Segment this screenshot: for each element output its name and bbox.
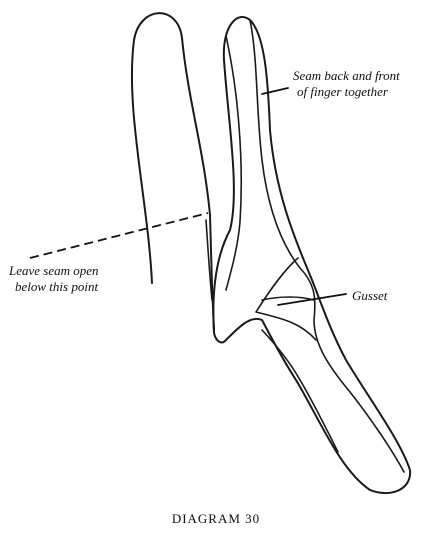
seam-label-line-2: of finger together [297, 84, 388, 99]
open-seam-label: Leave seam open below this point [9, 263, 99, 295]
open-seam-dashed-line [29, 212, 209, 259]
seam-leader-line [261, 87, 289, 95]
right-finger-back-seam [249, 19, 405, 473]
seam-label-line-1: Seam back and front [293, 68, 400, 83]
diagram-caption: DIAGRAM 30 [171, 511, 261, 526]
seam-label: Seam back and front of finger together [293, 68, 400, 100]
inner-finger-line [225, 35, 243, 291]
gusset-label: Gusset [352, 288, 387, 304]
gusset-leader-line [277, 293, 347, 306]
left-finger-outline [130, 12, 215, 331]
left-finger-inner-line [205, 219, 213, 301]
open-seam-label-line-1: Leave seam open [9, 263, 99, 278]
finger-base-line [261, 329, 339, 453]
open-seam-label-line-2: below this point [15, 279, 99, 294]
gusset-label-text: Gusset [352, 288, 388, 303]
